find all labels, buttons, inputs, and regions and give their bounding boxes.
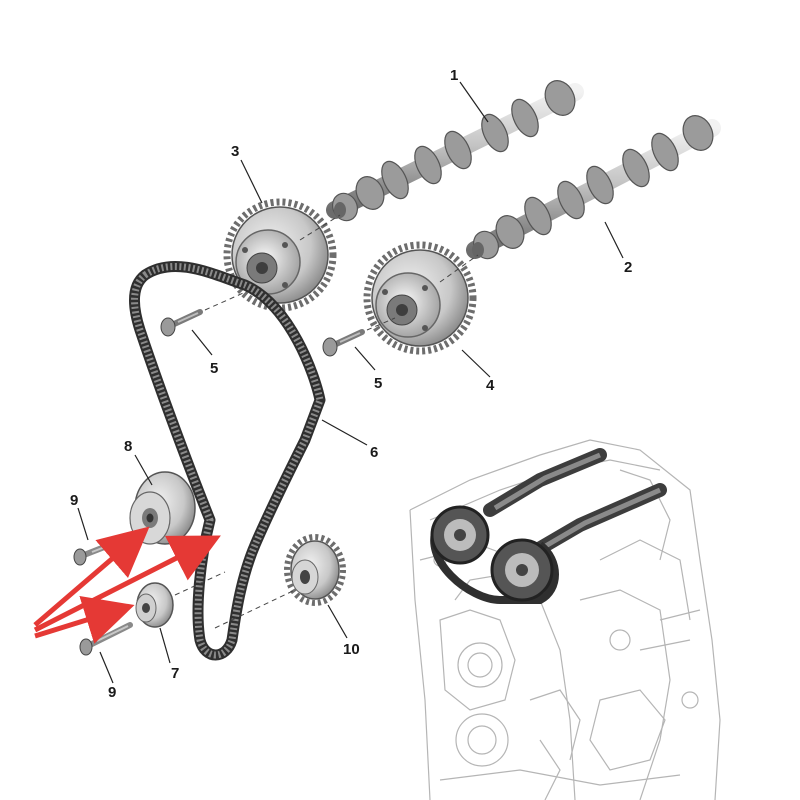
- highlight-arrows: [33, 526, 221, 644]
- idler-bolt: [79, 622, 133, 656]
- arrow-to-tensioner: [33, 526, 150, 627]
- callout-7-idler-pulley: 7: [171, 665, 179, 682]
- callout-10-crank-sprocket: 10: [343, 641, 360, 658]
- arrow-to-idler: [34, 596, 135, 644]
- engine-block-illustration: [409, 439, 721, 800]
- phaser-bolt-intake: [160, 289, 251, 337]
- arrow-to-belt: [33, 535, 221, 633]
- intake-camshaft: [326, 80, 584, 222]
- callout-5-exhaust-bolt: 5: [374, 375, 382, 392]
- callout-4-exhaust-phaser: 4: [486, 377, 495, 394]
- phaser-bolt-exhaust: [322, 317, 396, 357]
- idler-pulley: [135, 571, 226, 628]
- callout-8-tensioner-pulley: 8: [124, 438, 132, 455]
- exhaust-cam-phaser-sprocket: [363, 241, 477, 355]
- intake-cam-phaser-sprocket: [223, 198, 337, 312]
- leader-lines: [77, 81, 624, 684]
- callout-9-idler-bolt: 9: [108, 684, 116, 701]
- crankshaft-sprocket: [214, 534, 346, 629]
- callout-2-exhaust-camshaft: 2: [624, 259, 632, 276]
- callout-9-tensioner-bolt: 9: [70, 492, 78, 509]
- exhaust-camshaft: [466, 115, 721, 260]
- callout-6-timing-belt: 6: [370, 444, 378, 461]
- callout-1-intake-camshaft: 1: [450, 67, 458, 84]
- timing-belt: [129, 261, 326, 661]
- callout-5-intake-bolt: 5: [210, 360, 218, 377]
- callout-3-intake-phaser: 3: [231, 143, 239, 160]
- tensioner-pulley: [129, 471, 196, 545]
